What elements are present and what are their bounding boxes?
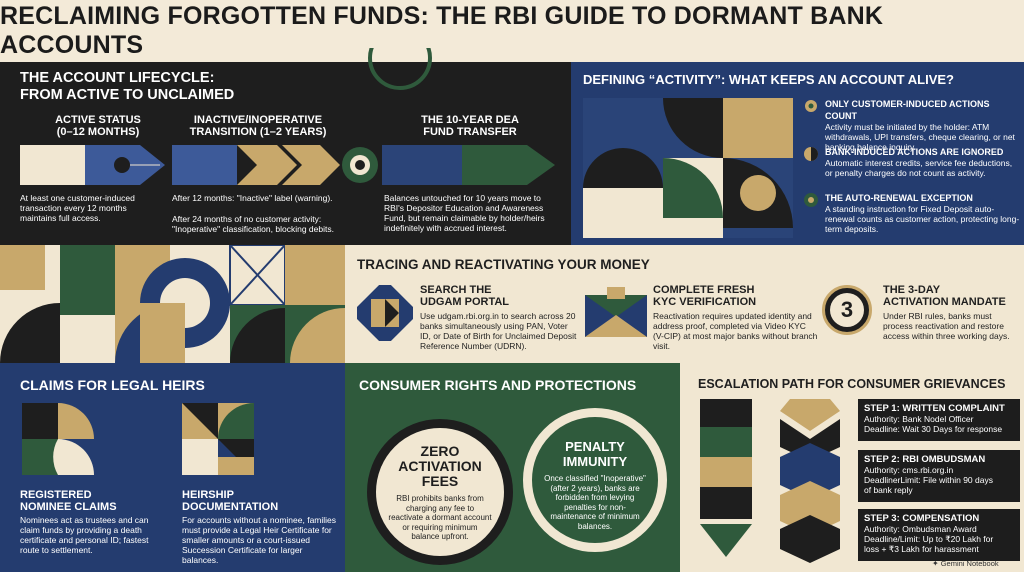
nominee-graphic	[22, 403, 94, 475]
penalty-desc: Once classified "Inoperative" (after 2 y…	[544, 474, 646, 531]
sun-icon	[805, 100, 817, 112]
tracing-item-1-title1: SEARCH THE	[420, 284, 492, 296]
activity-item-2-title: BANK-INDUCED ACTIONS ARE IGNORED	[825, 147, 1004, 157]
three-day-badge: 3	[822, 285, 872, 335]
rights-heading: CONSUMER RIGHTS AND PROTECTIONS	[359, 377, 637, 393]
stage-inactive-desc: After 12 months: "Inactive" label (warni…	[172, 193, 333, 203]
heirs-item-2-desc: For accounts without a nominee, families…	[182, 515, 337, 565]
stage-dea-title: THE 10-YEAR DEA FUND TRANSFER	[395, 114, 545, 138]
stage-inactive-title2: TRANSITION (1–2 YEARS)	[189, 126, 327, 138]
zero-fees-circle: ZERO ACTIVATION FEES RBI prohibits banks…	[367, 419, 513, 565]
tracing-item-3-title1: THE 3-DAY	[883, 284, 941, 296]
tracing-item-2-title2: KYC VERIFICATION	[653, 296, 757, 308]
escalation-graphic	[700, 399, 840, 563]
stage-active-desc: At least one customer-induced transactio…	[20, 193, 135, 223]
tracing-item-2-title: COMPLETE FRESH KYC VERIFICATION	[653, 284, 756, 308]
escalation-step-1: STEP 1: WRITTEN COMPLAINT Authority: Ban…	[858, 399, 1020, 441]
step-3-line1: Authority: Ombudsman Award	[864, 524, 977, 534]
step-2-title: STEP 2: RBI OMBUDSMAN	[864, 454, 986, 465]
footer-text: Gemini Notebook	[940, 559, 999, 568]
activity-item-2-desc: Automatic interest credits, service fee …	[825, 158, 1013, 178]
stage-dea-title2: FUND TRANSFER	[423, 126, 517, 138]
step-3-title: STEP 3: COMPENSATION	[864, 513, 980, 524]
step-1-line2: Deadline: Wait 30 Days for response	[864, 424, 1003, 434]
escalation-step-3: STEP 3: COMPENSATION Authority: Ombudsma…	[858, 509, 1020, 561]
geometric-art	[0, 245, 345, 363]
activity-graphic	[583, 98, 793, 238]
tracing-item-1-title: SEARCH THE UDGAM PORTAL	[420, 284, 509, 308]
penalty-immunity-circle: PENALTY IMMUNITY Once classified "Inoper…	[523, 408, 667, 552]
stage-active-title: ACTIVE STATUS (0–12 MONTHS)	[28, 114, 168, 138]
tracing-panel: TRACING AND REACTIVATING YOUR MONEY SEAR…	[345, 245, 1024, 363]
half-circle-icon	[804, 147, 818, 161]
stage-active-title1: ACTIVE STATUS	[55, 114, 141, 126]
heirs-panel: CLAIMS FOR LEGAL HEIRS REGISTERED NOMINE…	[0, 363, 345, 572]
heirs-item-1-title: REGISTERED NOMINEE CLAIMS	[20, 489, 117, 513]
lifecycle-heading-line1: THE ACCOUNT LIFECYCLE:	[20, 70, 215, 86]
sparkle-icon: ✦	[932, 559, 939, 568]
documentation-graphic	[182, 403, 254, 475]
zero-fees-title3: FEES	[421, 473, 459, 489]
tracing-item-2-title1: COMPLETE FRESH	[653, 284, 755, 296]
step-3-line2: Deadline/Limit: Up to ₹20 Lakh for	[864, 534, 994, 544]
tracing-item-3-desc: Under RBI rules, banks must process reac…	[883, 311, 1010, 341]
tracing-heading: TRACING AND REACTIVATING YOUR MONEY	[357, 257, 650, 272]
tracing-item-1-desc: Use udgam.rbi.org.in to search across 20…	[420, 311, 577, 351]
lifecycle-arrow-graphic	[20, 145, 555, 185]
activity-item-1-desc: Activity must be initiated by the holder…	[825, 122, 1015, 152]
rights-panel: CONSUMER RIGHTS AND PROTECTIONS ZERO ACT…	[345, 363, 680, 572]
search-portal-icon	[357, 285, 413, 341]
heirs-heading: CLAIMS FOR LEGAL HEIRS	[20, 377, 205, 393]
heirs-item-2-title: HEIRSHIP DOCUMENTATION	[182, 489, 278, 513]
activity-item-3-title: THE AUTO-RENEWAL EXCEPTION	[825, 193, 973, 203]
three-day-badge-number: 3	[830, 293, 864, 327]
lifecycle-heading-line2: FROM ACTIVE TO UNCLAIMED	[20, 87, 235, 103]
heirs-item-2-title2: DOCUMENTATION	[182, 501, 279, 513]
heirs-item-1-desc: Nominees act as trustees and can claim f…	[20, 515, 149, 555]
escalation-step-2: STEP 2: RBI OMBUDSMAN Authority: cms.rbi…	[858, 450, 1020, 502]
stage-inactive-desc2: After 24 months of no customer activity:…	[172, 214, 334, 234]
step-2-line3: of bank reply	[864, 485, 913, 495]
lifecycle-panel: THE ACCOUNT LIFECYCLE: FROM ACTIVE TO UN…	[0, 48, 571, 245]
tracing-item-3-title2: ACTIVATION MANDATE	[883, 296, 1006, 308]
activity-item-3-desc: A standing instruction for Fixed Deposit…	[825, 204, 1020, 234]
heirs-item-1-title2: NOMINEE CLAIMS	[20, 501, 117, 513]
heirs-item-2-title1: HEIRSHIP	[182, 489, 234, 501]
step-2-line1: Authority: cms.rbi.org.in	[864, 465, 954, 475]
activity-panel: DEFINING “ACTIVITY”: WHAT KEEPS AN ACCOU…	[571, 62, 1024, 245]
stage-inactive-title: INACTIVE/INOPERATIVE TRANSITION (1–2 YEA…	[178, 114, 338, 138]
stage-dea-desc: Balances untouched for 10 years move to …	[384, 193, 545, 233]
zero-fees-title1: ZERO	[420, 443, 460, 459]
stage-active-title2: (0–12 MONTHS)	[56, 126, 140, 138]
activity-item-1-title: ONLY CUSTOMER-INDUCED ACTIONS COUNT	[825, 99, 990, 121]
stage-dea-title1: THE 10-YEAR DEA	[421, 114, 519, 126]
footer-brand: ✦ Gemini Notebook	[932, 559, 999, 568]
shield-icon	[804, 193, 818, 207]
escalation-panel: ESCALATION PATH FOR CONSUMER GRIEVANCES …	[680, 363, 1024, 572]
decor-ring	[368, 48, 432, 90]
penalty-title1: PENALTY	[565, 439, 625, 454]
tracing-item-3-title: THE 3-DAY ACTIVATION MANDATE	[883, 284, 1006, 308]
step-3-line3: loss + ₹3 Lakh for harassment	[864, 544, 979, 554]
step-2-line2: DeadlinerLimit: File within 90 days	[864, 475, 993, 485]
tracing-item-1-title2: UDGAM PORTAL	[420, 296, 510, 308]
lifecycle-heading: THE ACCOUNT LIFECYCLE: FROM ACTIVE TO UN…	[20, 70, 234, 104]
stage-inactive-title1: INACTIVE/INOPERATIVE	[193, 114, 323, 126]
escalation-heading: ESCALATION PATH FOR CONSUMER GRIEVANCES	[698, 377, 1006, 391]
penalty-title2: IMMUNITY	[562, 454, 628, 469]
step-1-line1: Authority: Bank Nodel Officer	[864, 414, 974, 424]
zero-fees-title2: ACTIVATION	[398, 458, 482, 474]
page-title: RECLAIMING FORGOTTEN FUNDS: THE RBI GUID…	[0, 0, 1024, 62]
zero-fees-desc: RBI prohibits banks from charging any fe…	[388, 494, 492, 541]
kyc-envelope-icon	[585, 287, 647, 337]
step-1-title: STEP 1: WRITTEN COMPLAINT	[864, 403, 1005, 414]
tracing-item-2-desc: Reactivation requires updated identity a…	[653, 311, 818, 351]
activity-heading: DEFINING “ACTIVITY”: WHAT KEEPS AN ACCOU…	[583, 72, 954, 87]
heirs-item-1-title1: REGISTERED	[20, 489, 92, 501]
